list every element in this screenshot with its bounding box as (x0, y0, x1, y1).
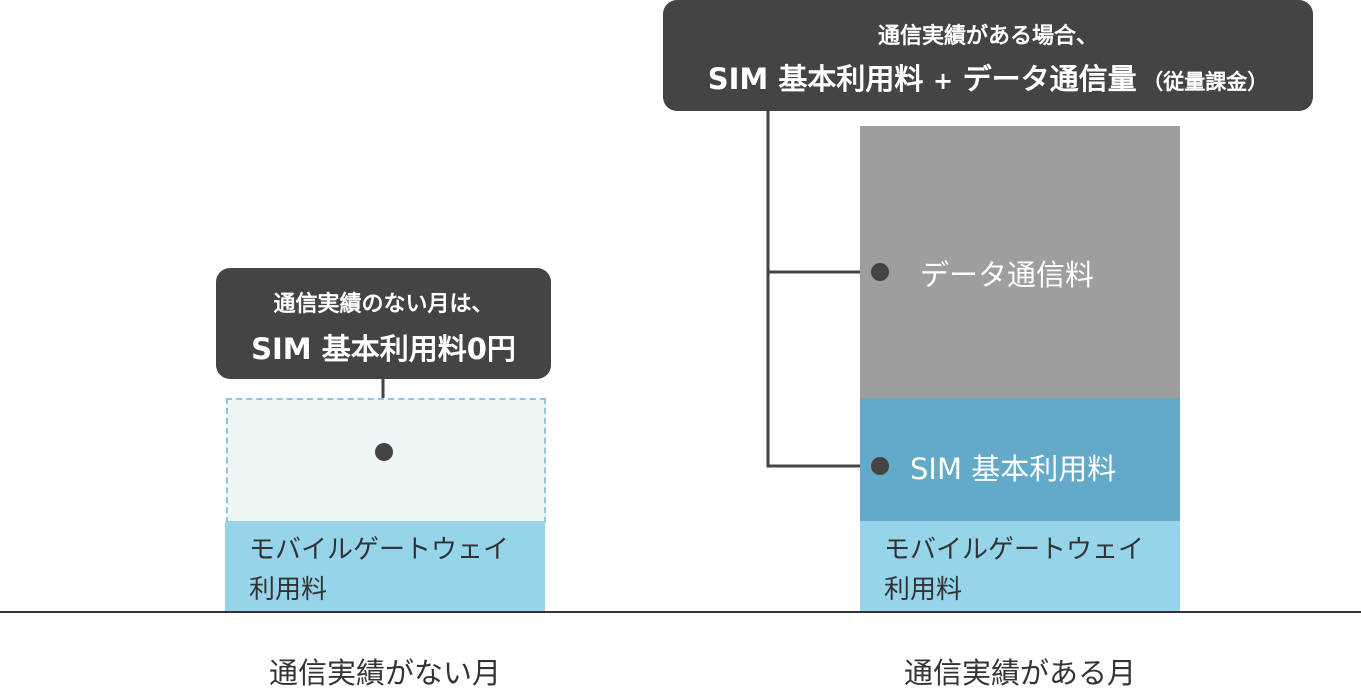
left-category-label: 通信実績がない月 (268, 656, 501, 690)
left-callout-line2: SIM 基本利用料0円 (251, 332, 516, 366)
right-callout-data-volume: データ通信量 (962, 62, 1137, 96)
left-callout-line1: 通信実績のない月は、 (273, 292, 494, 317)
right-callout-bubble: 通信実績がある場合、 SIM 基本利用料 + データ通信量 （従量課金） (663, 0, 1313, 111)
right-data-segment-label: データ通信料 (920, 258, 1095, 292)
left-gateway-segment: モバイルゲートウェイ 利用料 (225, 521, 545, 611)
left-connector-dot (375, 443, 393, 461)
right-category-label: 通信実績がある月 (903, 656, 1136, 690)
right-gateway-label-line1: モバイルゲートウェイ (884, 535, 1145, 565)
right-callout-plus: + (932, 67, 954, 95)
left-gateway-label-line2: 利用料 (249, 575, 328, 605)
right-sim-segment: SIM 基本利用料 (860, 398, 1180, 521)
right-data-connector-dot (871, 263, 889, 281)
right-sim-connector-dot (871, 457, 889, 475)
right-connector (766, 110, 880, 468)
left-gateway-label-line1: モバイルゲートウェイ (249, 535, 510, 565)
right-callout-sim-fee: SIM 基本利用料 (707, 62, 924, 96)
right-gateway-segment: モバイルゲートウェイ 利用料 (860, 521, 1180, 611)
right-callout-line1: 通信実績がある場合、 (877, 24, 1098, 49)
left-callout-bubble: 通信実績のない月は、 SIM 基本利用料0円 (216, 268, 551, 379)
right-gateway-label-line2: 利用料 (884, 575, 963, 605)
right-data-segment: データ通信料 (860, 126, 1180, 398)
right-sim-segment-label: SIM 基本利用料 (910, 452, 1117, 486)
right-callout-paren: （従量課金） (1142, 70, 1269, 94)
